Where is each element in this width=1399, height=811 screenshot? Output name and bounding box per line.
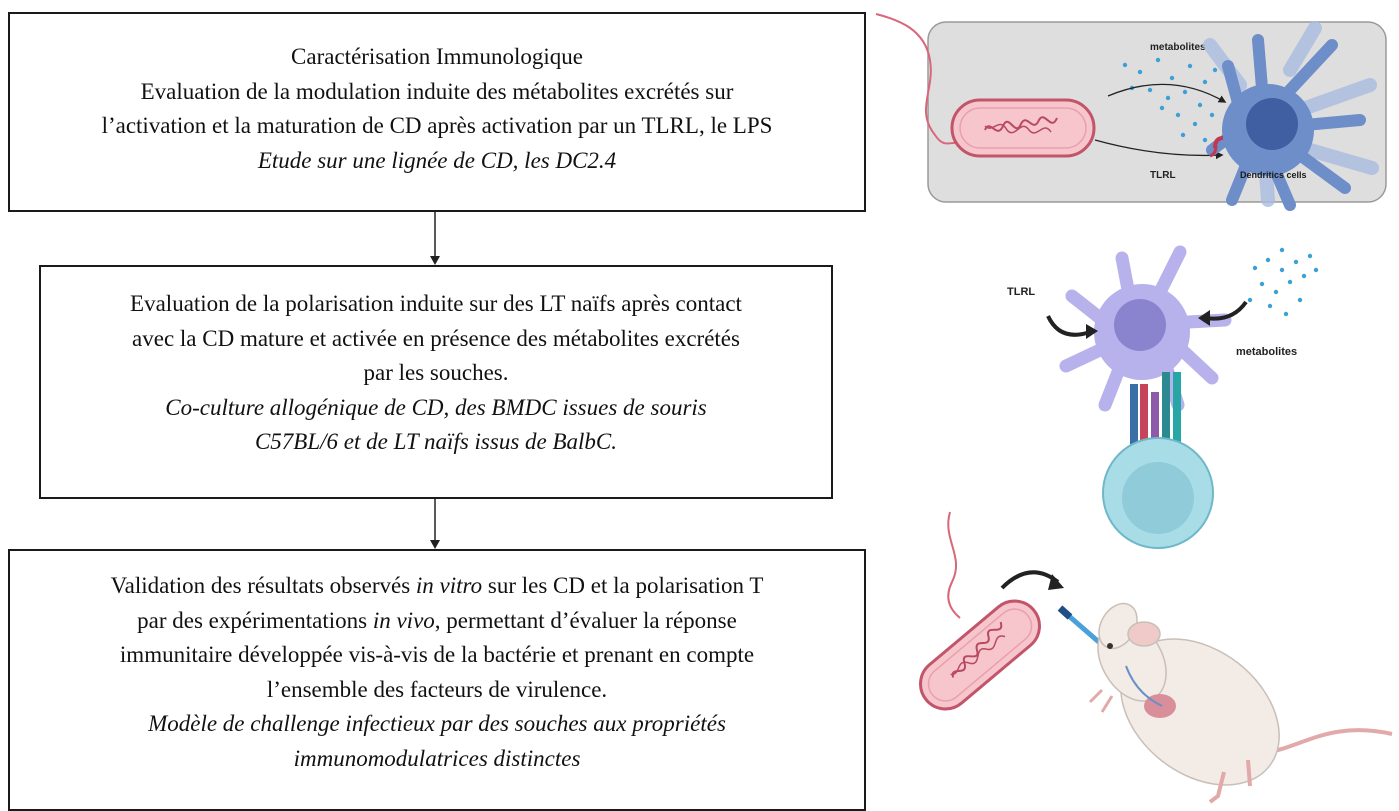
bacterium-2-icon — [919, 599, 1041, 711]
flagellum-2 — [947, 511, 961, 619]
panel-1-metabolites-label: metabolites — [1150, 42, 1206, 53]
panel-2-metabolites-label: metabolites — [1236, 346, 1297, 358]
panel-2-tlrl-label: TLRL — [1007, 286, 1035, 298]
arrow-tlrl-2 — [1046, 315, 1091, 337]
flagellum-1 — [875, 13, 969, 145]
step-3-line-4: l’ensemble des facteurs de virulence. — [266, 676, 608, 702]
step-3-box: Validation des résultats observés in vit… — [8, 549, 866, 811]
step-3-line-1: Validation des résultats observés in vit… — [110, 573, 764, 598]
step-2-line-1: Evaluation de la polarisation induite su… — [130, 291, 742, 316]
step-2-italic-1: Co-culture allogénique de CD, des BMDC i… — [165, 394, 707, 420]
arrow-1-2 — [430, 212, 440, 265]
metabolite-dots-2 — [1247, 247, 1319, 317]
step-3-italic-2: immunomodulatrices distinctes — [293, 745, 581, 771]
bacterium-1-icon — [950, 98, 1096, 158]
arrow-metabolites-1 — [1107, 83, 1227, 103]
step-1-line-3: l’activation et la maturation de CD aprè… — [101, 113, 773, 138]
step-1-italic: Etude sur une lignée de CD, les DC2.4 — [257, 147, 617, 173]
step-2-line-3: par les souches. — [363, 360, 509, 385]
panel-2-dc-tcell: TLRL metabolites — [1007, 245, 1319, 549]
receptors-icon — [1130, 372, 1181, 448]
mouse-icon — [1088, 602, 1393, 804]
dendritic-cells-label: Dendritics cells — [1240, 170, 1307, 180]
metabolite-dots-1 — [1122, 57, 1218, 143]
step-1-title: Caractérisation Immunologique — [291, 44, 583, 69]
arrow-tlrl-1 — [1094, 139, 1224, 160]
arrow-2-3 — [430, 499, 440, 549]
panel-1-bacteria-dc: metabolites TLRL Dendritics cells — [875, 13, 1387, 211]
step-1-box: Caractérisation Immunologique Evaluation… — [8, 12, 866, 212]
step-3-line-2: par des expérimentations in vivo, permet… — [137, 607, 737, 633]
dendritic-cell-1-icon: Dendritics cells — [1203, 21, 1379, 211]
arrow-metabolites-2 — [1205, 300, 1248, 321]
step-3-italic-1: Modèle de challenge infectieux par des s… — [148, 711, 726, 736]
step-2-line-2: avec la CD mature et activée en présence… — [132, 325, 740, 351]
step-2-box: Evaluation de la polarisation induite su… — [39, 265, 833, 499]
panel-3-in-vivo — [919, 511, 1393, 804]
step-2-italic-2: C57BL/6 et de LT naïfs issus de BalbC. — [254, 429, 618, 454]
step-1-line-2: Evaluation de la modulation induite des … — [140, 78, 734, 104]
panel-1-tlrl-label: TLRL — [1150, 170, 1176, 181]
step-3-line-3: immunitaire développée vis-à-vis de la b… — [119, 642, 755, 667]
t-cell-icon — [1102, 437, 1214, 549]
